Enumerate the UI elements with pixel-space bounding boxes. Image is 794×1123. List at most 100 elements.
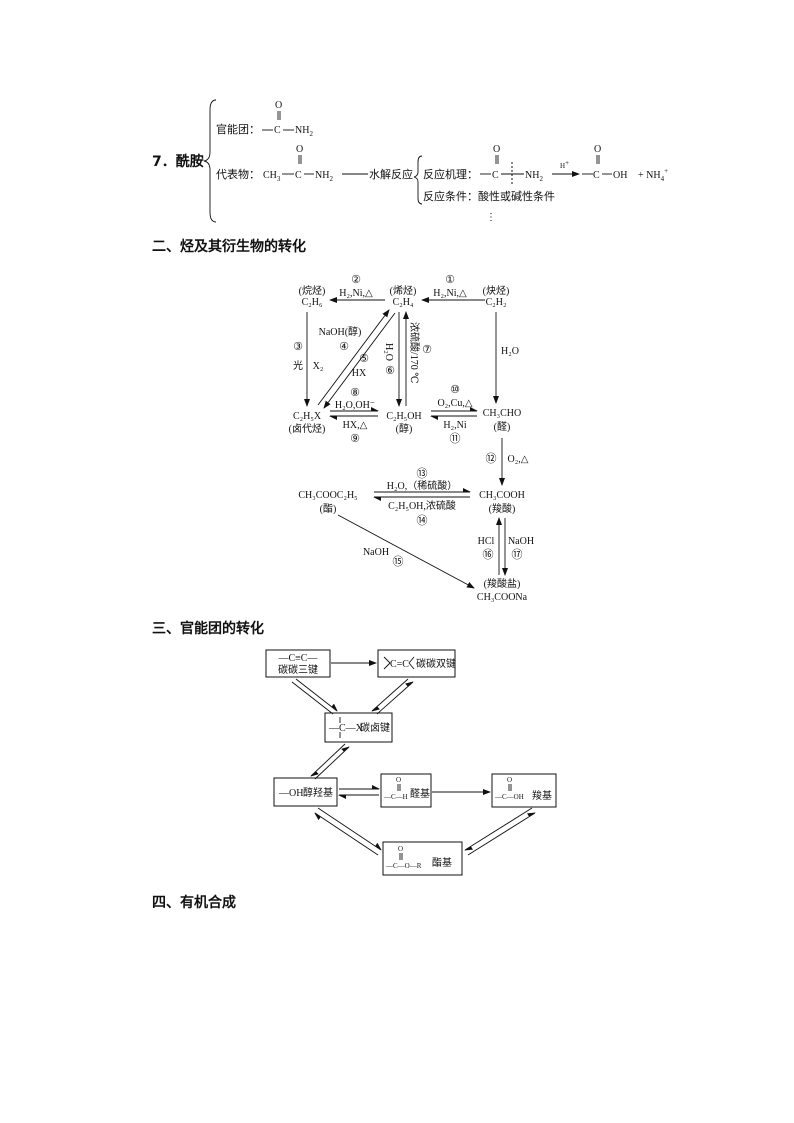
r2-cond: H₂,Ni,△ [339,288,373,299]
alkane-formula: C₂H₆ [302,297,323,308]
ester-o: O [398,845,403,853]
r1-num: ① [445,274,455,286]
triple-formula: —C≡C— [278,653,319,664]
mech-o: O [493,144,500,155]
r16-num: ⑯ [483,548,494,561]
r13-cond: H₂O,（稀硫酸） [387,479,457,492]
r14-cond: C₂H₅OH,浓硫酸 [388,499,456,512]
alkyne-class: (炔烃) [483,284,510,297]
alkene-class: (烯烃) [390,284,417,297]
aldehyde-class: (醛) [494,420,511,433]
r3-num: ③ [293,341,303,353]
conditions-label: 反应条件：酸性或碱性条件 [423,189,555,203]
functional-group-network: —C≡C— 碳碳三键 C=C 碳碳双键 —C—X 碳卤键 —OH 醇羟基 O —… [265,649,557,876]
r1-cond: H₂,Ni,△ [433,288,467,299]
box-halogen-bond [324,712,393,743]
aldehyde-o: O [396,776,401,784]
alkene-formula: C₂H₄ [393,297,414,308]
acid-class: (羧酸) [489,502,516,515]
alcohol-formula: C₂H₅OH [386,411,421,422]
r8-cond: H₂O,OH⁻ [335,400,375,411]
mech-nh2: NH2 [525,170,543,183]
r3-light: 光 [293,359,303,372]
halogen-label: 碳卤键 [360,721,390,734]
r12-cond: O₂,△ [508,454,529,465]
rep-o: O [296,144,303,155]
box-carboxyl [491,773,557,808]
acid-formula: CH₃COOH [479,490,525,501]
box-triple-bond [265,649,331,678]
r6-cond: H₂O [383,343,394,361]
box-hydroxyl [273,777,338,807]
ester-formula: CH₃COOC₂H₅ [298,490,357,501]
r4-num: ④ [339,341,349,353]
box-double-bond [377,649,456,678]
prod-c: C [593,170,600,181]
r15-cond: NaOH [363,547,389,558]
salt-formula: CH₃COONa [477,592,528,603]
r13-num: ⑬ [417,467,428,480]
section3-title: 三、官能团的转化 [152,620,264,637]
r17-num: ⑰ [512,548,523,561]
prod-nh4: + NH4+ [638,167,668,183]
r6-num: ⑥ [385,365,395,377]
ester-label: 酯基 [432,856,452,869]
amide-brace [203,99,217,223]
r11-num: ⑪ [450,432,461,445]
r11-cond: H₂,Ni [443,420,466,431]
halide-formula: C₂H₅X [293,411,322,422]
r10-num: ⑩ [450,384,460,396]
hydroxyl-formula: —OH [278,788,303,799]
r15-num: ⑮ [393,555,404,568]
alkane-class: (烷烃) [299,284,326,297]
alkyne-formula: C₂H₂ [486,297,507,308]
r10-cond: O₂,Cu,△ [437,398,472,409]
carboxyl-fg: —C—OH [494,793,524,801]
box-aldehyde [380,773,432,808]
aldehyde-formula: CH₃CHO [483,408,522,419]
r8-num: ⑧ [350,387,360,399]
r4-cond: NaOH(醇) [319,325,362,338]
rep-nh2: NH2 [315,170,333,183]
aldehyde-label: 醛基 [410,787,430,800]
r12-num: ⑫ [486,452,497,465]
r16-cond: HCl [478,536,495,547]
ester-fg: —C—O—R [385,862,422,870]
salt-class: (羧酸盐) [484,577,521,590]
prod-oh: OH [613,170,627,181]
fg-nh2: NH2 [295,125,313,138]
amide-ellipsis: ⋮ [486,212,496,223]
r17-cond: NaOH [508,536,534,547]
representative-label: 代表物： [216,167,260,181]
mechanism-label: 反应机理： [423,167,478,181]
prod-o: O [594,144,601,155]
amide-title: 7．酰胺 [152,153,204,170]
alkyne-water: H₂O [501,346,519,357]
double-label: 碳碳双键 [416,657,456,670]
double-formula: C=C [390,659,409,670]
amide-section: 7．酰胺 官能团： O C NH2 代表物： CH3 O C NH2 水解反应 … [152,99,668,223]
mech-hplus: H+ [560,159,569,170]
fg-o: O [275,100,282,111]
rep-c: C [295,170,302,181]
r3-x2: X₂ [313,361,324,372]
hydrocarbon-network: (烷烃) C₂H₆ (烯烃) C₂H₄ (炔烃) C₂H₂ C₂H₅X (卤代烃… [289,274,534,603]
functional-group-label: 官能团： [216,122,260,136]
r7-num: ⑦ [422,344,432,356]
hydrolysis-label: 水解反应 [369,167,413,181]
aldehyde-fg: —C—H [383,793,408,801]
carboxyl-o: O [507,776,512,784]
r2-num: ② [351,274,361,286]
r5-num: ⑤ [359,353,369,365]
carboxyl-label: 羧基 [532,789,552,802]
rep-ch3: CH3 [263,170,281,183]
r7-cond: 浓硫酸/170 ℃ [408,322,421,383]
halide-class: (卤代烃) [289,422,326,435]
mech-c: C [492,170,499,181]
section2-title: 二、烃及其衍生物的转化 [152,238,306,255]
mechanism-brace [413,155,423,205]
fg-c: C [274,125,281,136]
r5-cond: HX [352,368,367,379]
r14-num: ⑭ [417,514,428,527]
